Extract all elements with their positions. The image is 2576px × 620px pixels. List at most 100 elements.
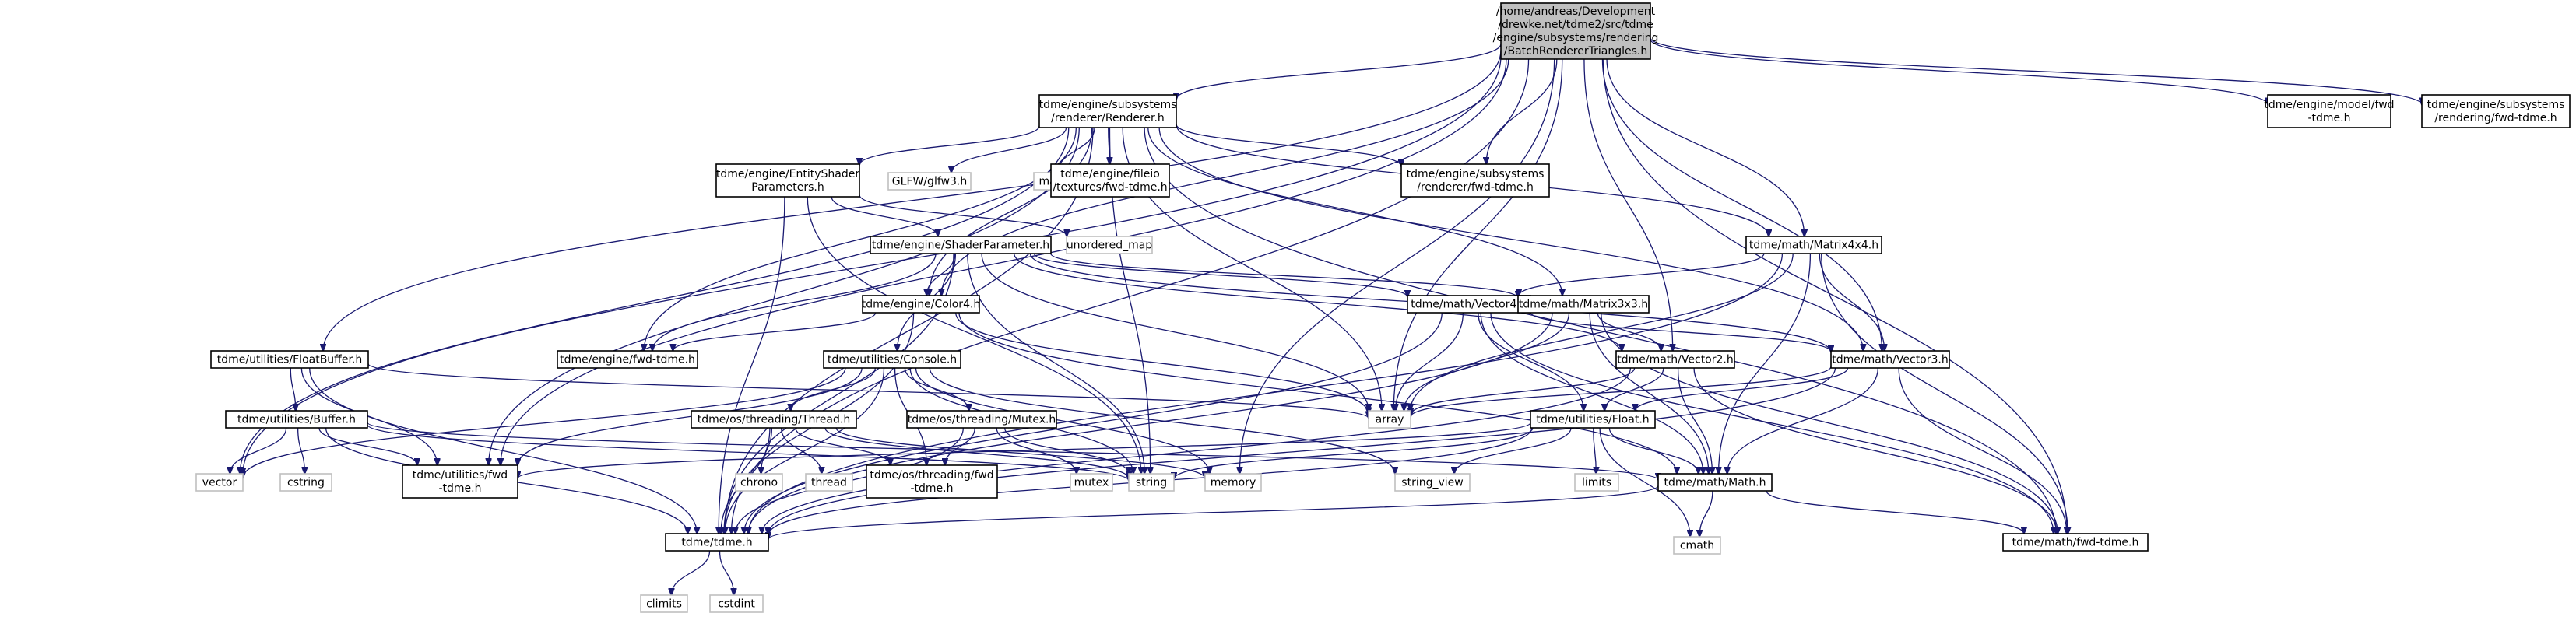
edge-float_h-to-utilities_fwd [518,422,1531,478]
node-cstdint: cstdint [709,594,764,613]
node-label-chrono-line-0: chrono [740,477,778,489]
node-label-shaderparam-line-0: tdme/engine/ShaderParameter.h [872,240,1049,252]
edge-vector4-to-array [1396,312,1464,411]
node-root[interactable]: /home/andreas/Development/drewke.net/tdm… [1493,2,1659,60]
node-box-string [1128,473,1175,492]
node-tdme_h[interactable]: tdme/tdme.h [665,533,769,552]
node-box-memory [1204,473,1262,492]
edge-shaderparam-to-array [981,253,1369,411]
edge-shaderparam-to-vector4 [1033,253,1407,297]
node-vector4[interactable]: tdme/math/Vector4.h [1407,295,1531,314]
node-label-string-line-0: string [1136,477,1167,489]
node-label-vector4-line-0: tdme/math/Vector4.h [1411,299,1527,311]
edge-root-to-tdme_h [731,58,1530,534]
node-label-rendering_fwd-line-1: /rendering/fwd-tdme.h [2434,112,2557,124]
node-label-threading_fwd-line-1: -tdme.h [910,482,953,495]
node-box-utilities_fwd [402,464,518,499]
node-memory: memory [1204,473,1262,492]
node-label-console-line-0: tdme/utilities/Console.h [828,354,957,366]
edge-thread-to-string [824,427,1129,478]
edge-shaderparam-to-engine_fwd [652,253,937,351]
node-box-color4 [862,295,980,314]
node-mutex_h[interactable]: tdme/os/threading/Mutex.h [906,410,1057,429]
node-math_fwd[interactable]: tdme/math/fwd-tdme.h [2002,533,2149,552]
node-vector2[interactable]: tdme/math/Vector2.h [1615,350,1735,369]
edge-vector3-to-tdme_h [768,367,1836,534]
node-label-vector3-line-0: tdme/math/Vector3.h [1832,354,1948,366]
edge-console-to-string_view [929,367,1395,474]
node-label-renderer-line-1: /renderer/Renderer.h [1051,112,1165,124]
edge-shaderparam-to-vector2 [1014,253,1622,351]
edge-vector2-to-array [1411,367,1636,415]
edge-buffer-to-vector [230,427,287,474]
node-label-buffer-line-0: tdme/utilities/Buffer.h [237,414,356,426]
edge-vector4-to-tdme_h [744,312,1443,534]
edge-color4-to-array [955,312,1369,414]
node-console[interactable]: tdme/utilities/Console.h [823,350,961,369]
edge-renderer-to-vector3 [1158,127,1863,351]
node-float_h[interactable]: tdme/utilities/Float.h [1530,410,1656,429]
node-label-renderer-line-0: tdme/engine/subsystems [1039,99,1177,111]
node-box-vector3 [1830,350,1950,369]
node-box-matrix3x3 [1517,295,1650,314]
node-label-entityshader-line-0: tdme/engine/EntityShader [716,168,860,180]
edge-entityshader-to-tdme_h [719,196,785,534]
edge-math_h-to-tdme_h [768,485,1659,539]
edge-vector4-to-vector3 [1530,312,1831,352]
node-label-unordered_map-line-0: unordered_map [1067,240,1152,252]
edge-matrix3x3-to-vector2 [1597,312,1661,351]
node-box-entityshader [715,163,860,198]
edge-root-to-vector2 [1583,58,1673,351]
node-buffer[interactable]: tdme/utilities/Buffer.h [225,410,368,429]
edge-shaderparam-to-string [967,253,1144,474]
node-engine_fwd[interactable]: tdme/engine/fwd-tdme.h [557,350,698,369]
node-box-cstdint [709,594,764,613]
node-box-floatbuffer [210,350,369,369]
node-utilities_fwd[interactable]: tdme/utilities/fwd-tdme.h [402,464,518,499]
node-matrix4x4[interactable]: tdme/math/Matrix4x4.h [1745,236,1882,254]
edge-vector2-to-math_h [1677,367,1713,474]
node-threading_fwd[interactable]: tdme/os/threading/fwd-tdme.h [866,464,998,499]
node-box-buffer [225,410,368,429]
edge-tdme_h-to-cstdint [719,550,733,595]
node-label-threading_fwd-line-0: tdme/os/threading/fwd [870,469,993,482]
node-array: array [1368,410,1411,429]
edge-root-to-model_fwd [1650,38,2268,104]
node-label-vector-line-0: vector [202,477,237,489]
edge-float_h-to-limits [1593,427,1597,474]
edge-renderer-to-utilities_fwd [489,127,1080,465]
node-label-color4-line-0: tdme/engine/Color4.h [862,299,981,311]
edge-color4-to-math_h [958,312,1677,474]
node-label-mutex_h-line-0: tdme/os/threading/Mutex.h [908,414,1056,426]
node-model_fwd[interactable]: tdme/engine/model/fwd-tdme.h [2264,94,2395,128]
node-color4[interactable]: tdme/engine/Color4.h [862,295,981,314]
node-box-rendering_fwd [2421,94,2571,128]
node-label-float_h-line-0: tdme/utilities/Float.h [1536,414,1649,426]
node-label-vector2-line-0: tdme/math/Vector2.h [1617,354,1733,366]
edge-matrix3x3-to-tdme_h [748,312,1553,534]
edge-math_h-to-math_fwd [1766,490,2024,534]
edge-vector2-to-float_h [1604,367,1664,411]
node-rendering_fwd[interactable]: tdme/engine/subsystems/rendering/fwd-tdm… [2421,94,2571,128]
node-box-renderer [1038,94,1177,128]
node-box-thread_std [805,473,853,492]
node-floatbuffer[interactable]: tdme/utilities/FloatBuffer.h [210,350,369,369]
edge-renderer-to-entityshader [859,125,1040,165]
node-renderer[interactable]: tdme/engine/subsystems/renderer/Renderer… [1038,94,1177,128]
edge-floatbuffer-to-tdme_h [309,367,698,534]
node-label-floatbuffer-line-0: tdme/utilities/FloatBuffer.h [217,354,362,366]
node-thread[interactable]: tdme/os/threading/Thread.h [691,410,857,429]
node-fileio_fwd[interactable]: tdme/engine/fileio/textures/fwd-tdme.h [1050,163,1170,198]
edge-renderer-to-vector [240,127,1070,474]
edge-buffer-to-utilities_fwd [318,427,417,465]
node-math_h[interactable]: tdme/math/Math.h [1657,473,1773,492]
node-climits: climits [640,594,688,613]
edge-floatbuffer-to-array [367,363,1369,419]
edge-matrix4x4-to-array [1411,253,1794,411]
node-matrix3x3[interactable]: tdme/math/Matrix3x3.h [1517,295,1650,314]
node-shaderparam[interactable]: tdme/engine/ShaderParameter.h [870,236,1052,254]
node-renderer_fwd[interactable]: tdme/engine/subsystems/renderer/fwd-tdme… [1400,163,1550,198]
node-vector3[interactable]: tdme/math/Vector3.h [1830,350,1950,369]
edge-vector3-to-math_fwd [1898,367,2067,534]
